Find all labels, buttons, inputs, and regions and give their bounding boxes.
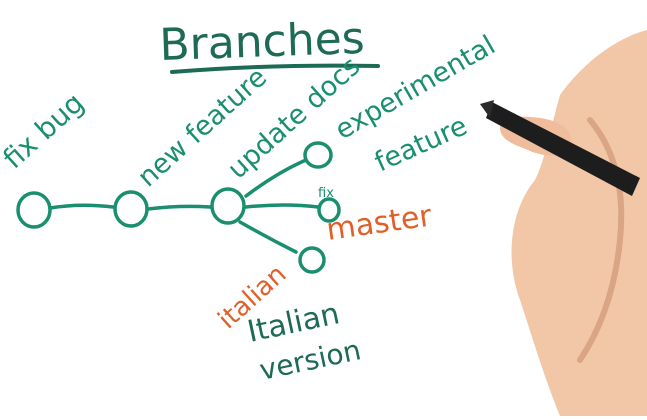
commit-label-fix: fix: [318, 186, 334, 201]
edge-c3-c5: [244, 203, 320, 209]
commit-node-update-docs: [210, 187, 246, 225]
commit-node-italian-version: [298, 246, 326, 274]
commit-node-new-feature: [113, 190, 149, 228]
commit-nodes: [16, 141, 341, 274]
edge-c3-c4: [244, 158, 308, 198]
title-underline: [170, 63, 380, 74]
marker-body: [486, 102, 640, 196]
edge-c3-c6: [238, 220, 298, 254]
hand-shape: [511, 30, 647, 416]
branch-label-master: master: [324, 198, 434, 247]
branch-edges: [48, 158, 320, 254]
commit-node-fix: [317, 197, 341, 223]
hand-with-marker: [480, 30, 647, 416]
commit-node-experimental-feature: [303, 141, 333, 169]
diagram-title: Branches: [159, 13, 366, 71]
commit-label-fix-bug: fix bug: [0, 86, 90, 175]
commit-node-fix-bug: [16, 191, 52, 229]
marker-tip: [480, 100, 494, 118]
edge-c1-c2: [48, 203, 115, 210]
edge-c2-c3: [146, 204, 212, 211]
hand-shadow: [577, 117, 625, 363]
